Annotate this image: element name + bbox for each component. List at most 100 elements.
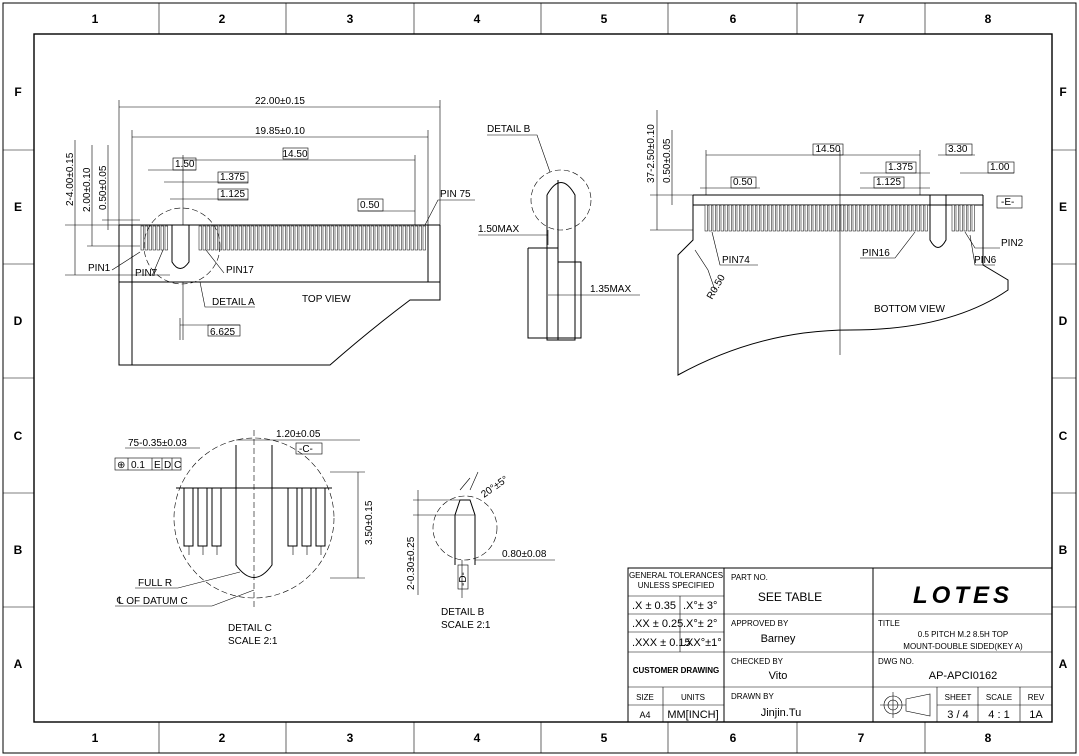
projection-symbol-icon bbox=[880, 692, 931, 718]
row-label: C bbox=[14, 429, 23, 443]
pin-contact bbox=[354, 225, 358, 251]
pin-contact bbox=[800, 204, 804, 232]
pin-contact bbox=[148, 225, 152, 251]
pin-contact bbox=[848, 204, 852, 232]
pin-contact bbox=[140, 225, 144, 251]
pin-contact bbox=[740, 204, 744, 232]
scale-label: SCALE bbox=[986, 693, 1012, 702]
pin-contact bbox=[852, 204, 856, 232]
dim-bv-v-37: 37-2.50±0.10 bbox=[646, 124, 657, 183]
pin-contact bbox=[959, 204, 963, 232]
dim-1-375: 1.375 bbox=[220, 172, 245, 183]
pin-contact bbox=[756, 204, 760, 232]
pin-contact bbox=[732, 204, 736, 232]
datum-c: -C- bbox=[299, 444, 313, 455]
size-label: SIZE bbox=[636, 693, 654, 702]
detail-b-circle bbox=[530, 169, 592, 231]
pin-contact bbox=[306, 225, 310, 251]
pin-contact bbox=[896, 204, 900, 232]
dim-2-0-30: 2-0.30±0.25 bbox=[406, 536, 417, 590]
row-label: E bbox=[1059, 200, 1067, 214]
pin-contact bbox=[872, 204, 876, 232]
top-view: 22.00±0.15 19.85±0.10 14.50 1.50 1.375 1… bbox=[65, 96, 475, 366]
pin-contact bbox=[844, 204, 848, 232]
sheet-value: 3 / 4 bbox=[947, 709, 968, 721]
dim-v-050: 0.50±0.05 bbox=[98, 165, 109, 210]
pin-contact bbox=[784, 204, 788, 232]
dim-0-80: 0.80±0.08 bbox=[502, 549, 547, 560]
dim-3-50: 3.50±0.15 bbox=[364, 500, 375, 545]
pin-contact bbox=[234, 225, 238, 251]
pin-contact bbox=[924, 204, 928, 232]
pin-contact bbox=[326, 225, 330, 251]
pin-contact bbox=[152, 225, 156, 251]
datum-e: -E- bbox=[1001, 197, 1014, 208]
dim-6-625: 6.625 bbox=[210, 327, 235, 338]
detail-c-view: 1.20±0.05 -C- 75-0.35±0.03 ⊕ 0.1 E D C 3… bbox=[114, 429, 375, 647]
pin-contact bbox=[736, 204, 740, 232]
pin75-label: PIN 75 bbox=[440, 189, 471, 200]
row-label: B bbox=[1059, 543, 1068, 557]
company-logo: LOTES bbox=[913, 582, 1013, 609]
pin-contact bbox=[322, 225, 326, 251]
dwg-no-label: DWG NO. bbox=[878, 657, 914, 666]
pin-contact bbox=[788, 204, 792, 232]
pin-contact bbox=[314, 225, 318, 251]
pin7-label: PIN7 bbox=[135, 268, 158, 279]
pin-contact bbox=[282, 225, 286, 251]
col-label: 8 bbox=[985, 12, 992, 26]
pin-contact bbox=[812, 204, 816, 232]
tol-xx-angle: .X°± 2° bbox=[683, 618, 717, 630]
pin-contact bbox=[760, 204, 764, 232]
dim-angle: 20°±5° bbox=[479, 474, 510, 500]
pin-contact bbox=[752, 204, 756, 232]
row-label: E bbox=[14, 200, 22, 214]
fcf-datum-1: E bbox=[154, 460, 161, 471]
dim-bv-pitch-span: 14.50 bbox=[815, 144, 840, 155]
dim-r-0-50: R0.50 bbox=[705, 273, 728, 302]
pin-contact bbox=[764, 204, 768, 232]
col-label: 5 bbox=[601, 731, 608, 745]
pin-contact bbox=[720, 204, 724, 232]
pin-contact bbox=[342, 225, 346, 251]
pin-contact bbox=[712, 204, 716, 232]
tol-x: .X ± 0.35 bbox=[632, 600, 676, 612]
pin-contact bbox=[338, 225, 342, 251]
dim-bv-1-125: 1.125 bbox=[876, 177, 901, 188]
pin-contact bbox=[748, 204, 752, 232]
top-view-pins-left bbox=[140, 225, 168, 251]
pin-contact bbox=[310, 225, 314, 251]
dim-3-30: 3.30 bbox=[948, 144, 968, 155]
fcf-symbol: ⊕ bbox=[117, 460, 125, 471]
pin-contact bbox=[298, 225, 302, 251]
pin-contact bbox=[206, 225, 210, 251]
tol-head-2: UNLESS SPECIFIED bbox=[638, 581, 715, 590]
col-label: 4 bbox=[474, 731, 481, 745]
pin-contact bbox=[242, 225, 246, 251]
col-label: 4 bbox=[474, 12, 481, 26]
pin-contact bbox=[160, 225, 164, 251]
part-no-label: PART NO. bbox=[731, 573, 768, 582]
dim-overall-width: 22.00±0.15 bbox=[255, 96, 305, 107]
pin-contact bbox=[198, 225, 202, 251]
pin-contact bbox=[828, 204, 832, 232]
pin16-label: PIN16 bbox=[862, 248, 890, 259]
col-label: 7 bbox=[858, 12, 865, 26]
pin-contact bbox=[374, 225, 378, 251]
pin-contact bbox=[362, 225, 366, 251]
fcf-datum-2: D bbox=[164, 460, 171, 471]
fcf-tolerance: 0.1 bbox=[131, 460, 145, 471]
checked-by: Vito bbox=[769, 670, 788, 682]
pin-contact bbox=[334, 225, 338, 251]
dim-1-20: 1.20±0.05 bbox=[276, 429, 321, 440]
pin-contact bbox=[796, 204, 800, 232]
approved-by: Barney bbox=[761, 633, 796, 645]
pin-contact bbox=[916, 204, 920, 232]
pin-contact bbox=[955, 204, 959, 232]
row-label: B bbox=[14, 543, 23, 557]
pin-contact bbox=[266, 225, 270, 251]
pin-contact bbox=[290, 225, 294, 251]
customer-drawing: CUSTOMER DRAWING bbox=[633, 666, 720, 675]
pin-contact bbox=[358, 225, 362, 251]
